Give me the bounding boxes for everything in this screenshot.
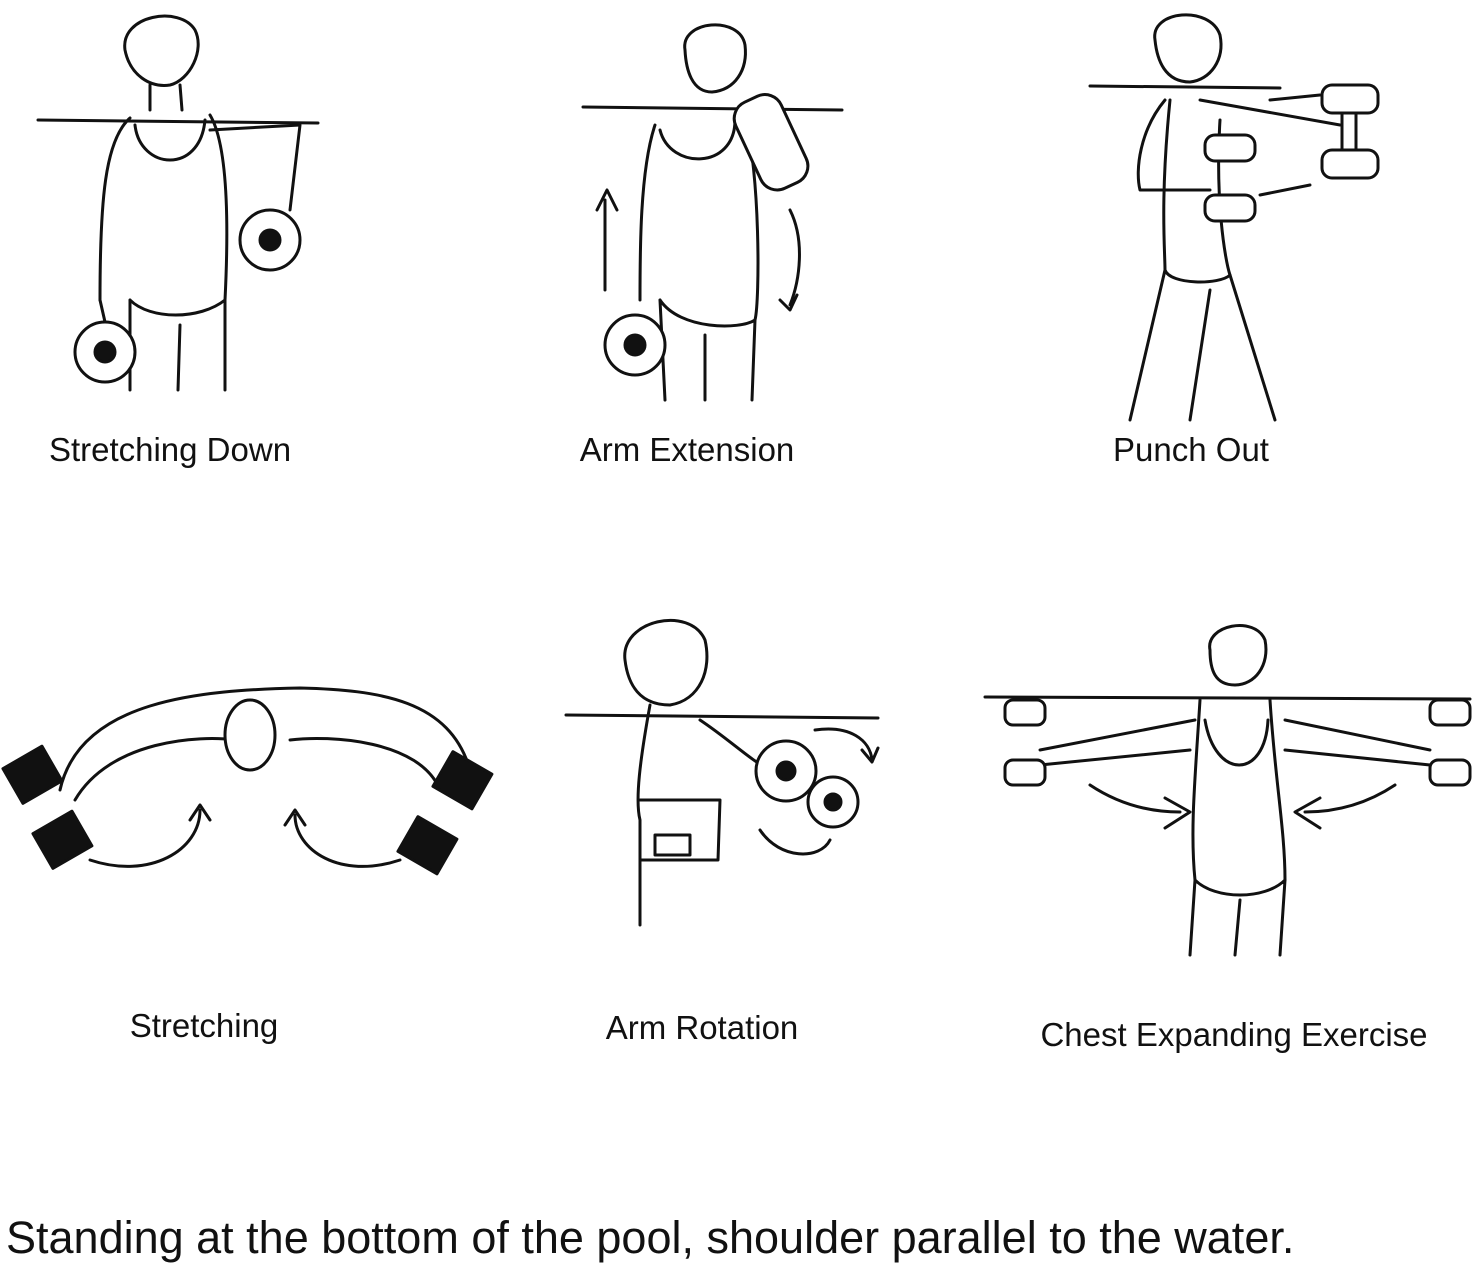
figure-arm-extension [581,23,844,402]
label-stretching: Stretching [129,1007,279,1044]
figure-stretching [1,686,494,876]
label-stretching-down: Stretching Down [48,431,292,468]
instruction-caption: Standing at the bottom of the pool, shou… [6,1212,1295,1263]
label-arm-extension: Arm Extension [579,431,795,468]
label-arm-rotation: Arm Rotation [605,1009,799,1046]
figure-punch-out [1088,13,1380,422]
label-chest-expanding-exercise: Chest Expanding Exercise [1040,1016,1428,1053]
figure-arm-rotation [564,618,880,927]
figure-stretching-down [36,14,320,392]
label-punch-out: Punch Out [1113,431,1269,468]
figure-chest-expanding [983,624,1472,957]
